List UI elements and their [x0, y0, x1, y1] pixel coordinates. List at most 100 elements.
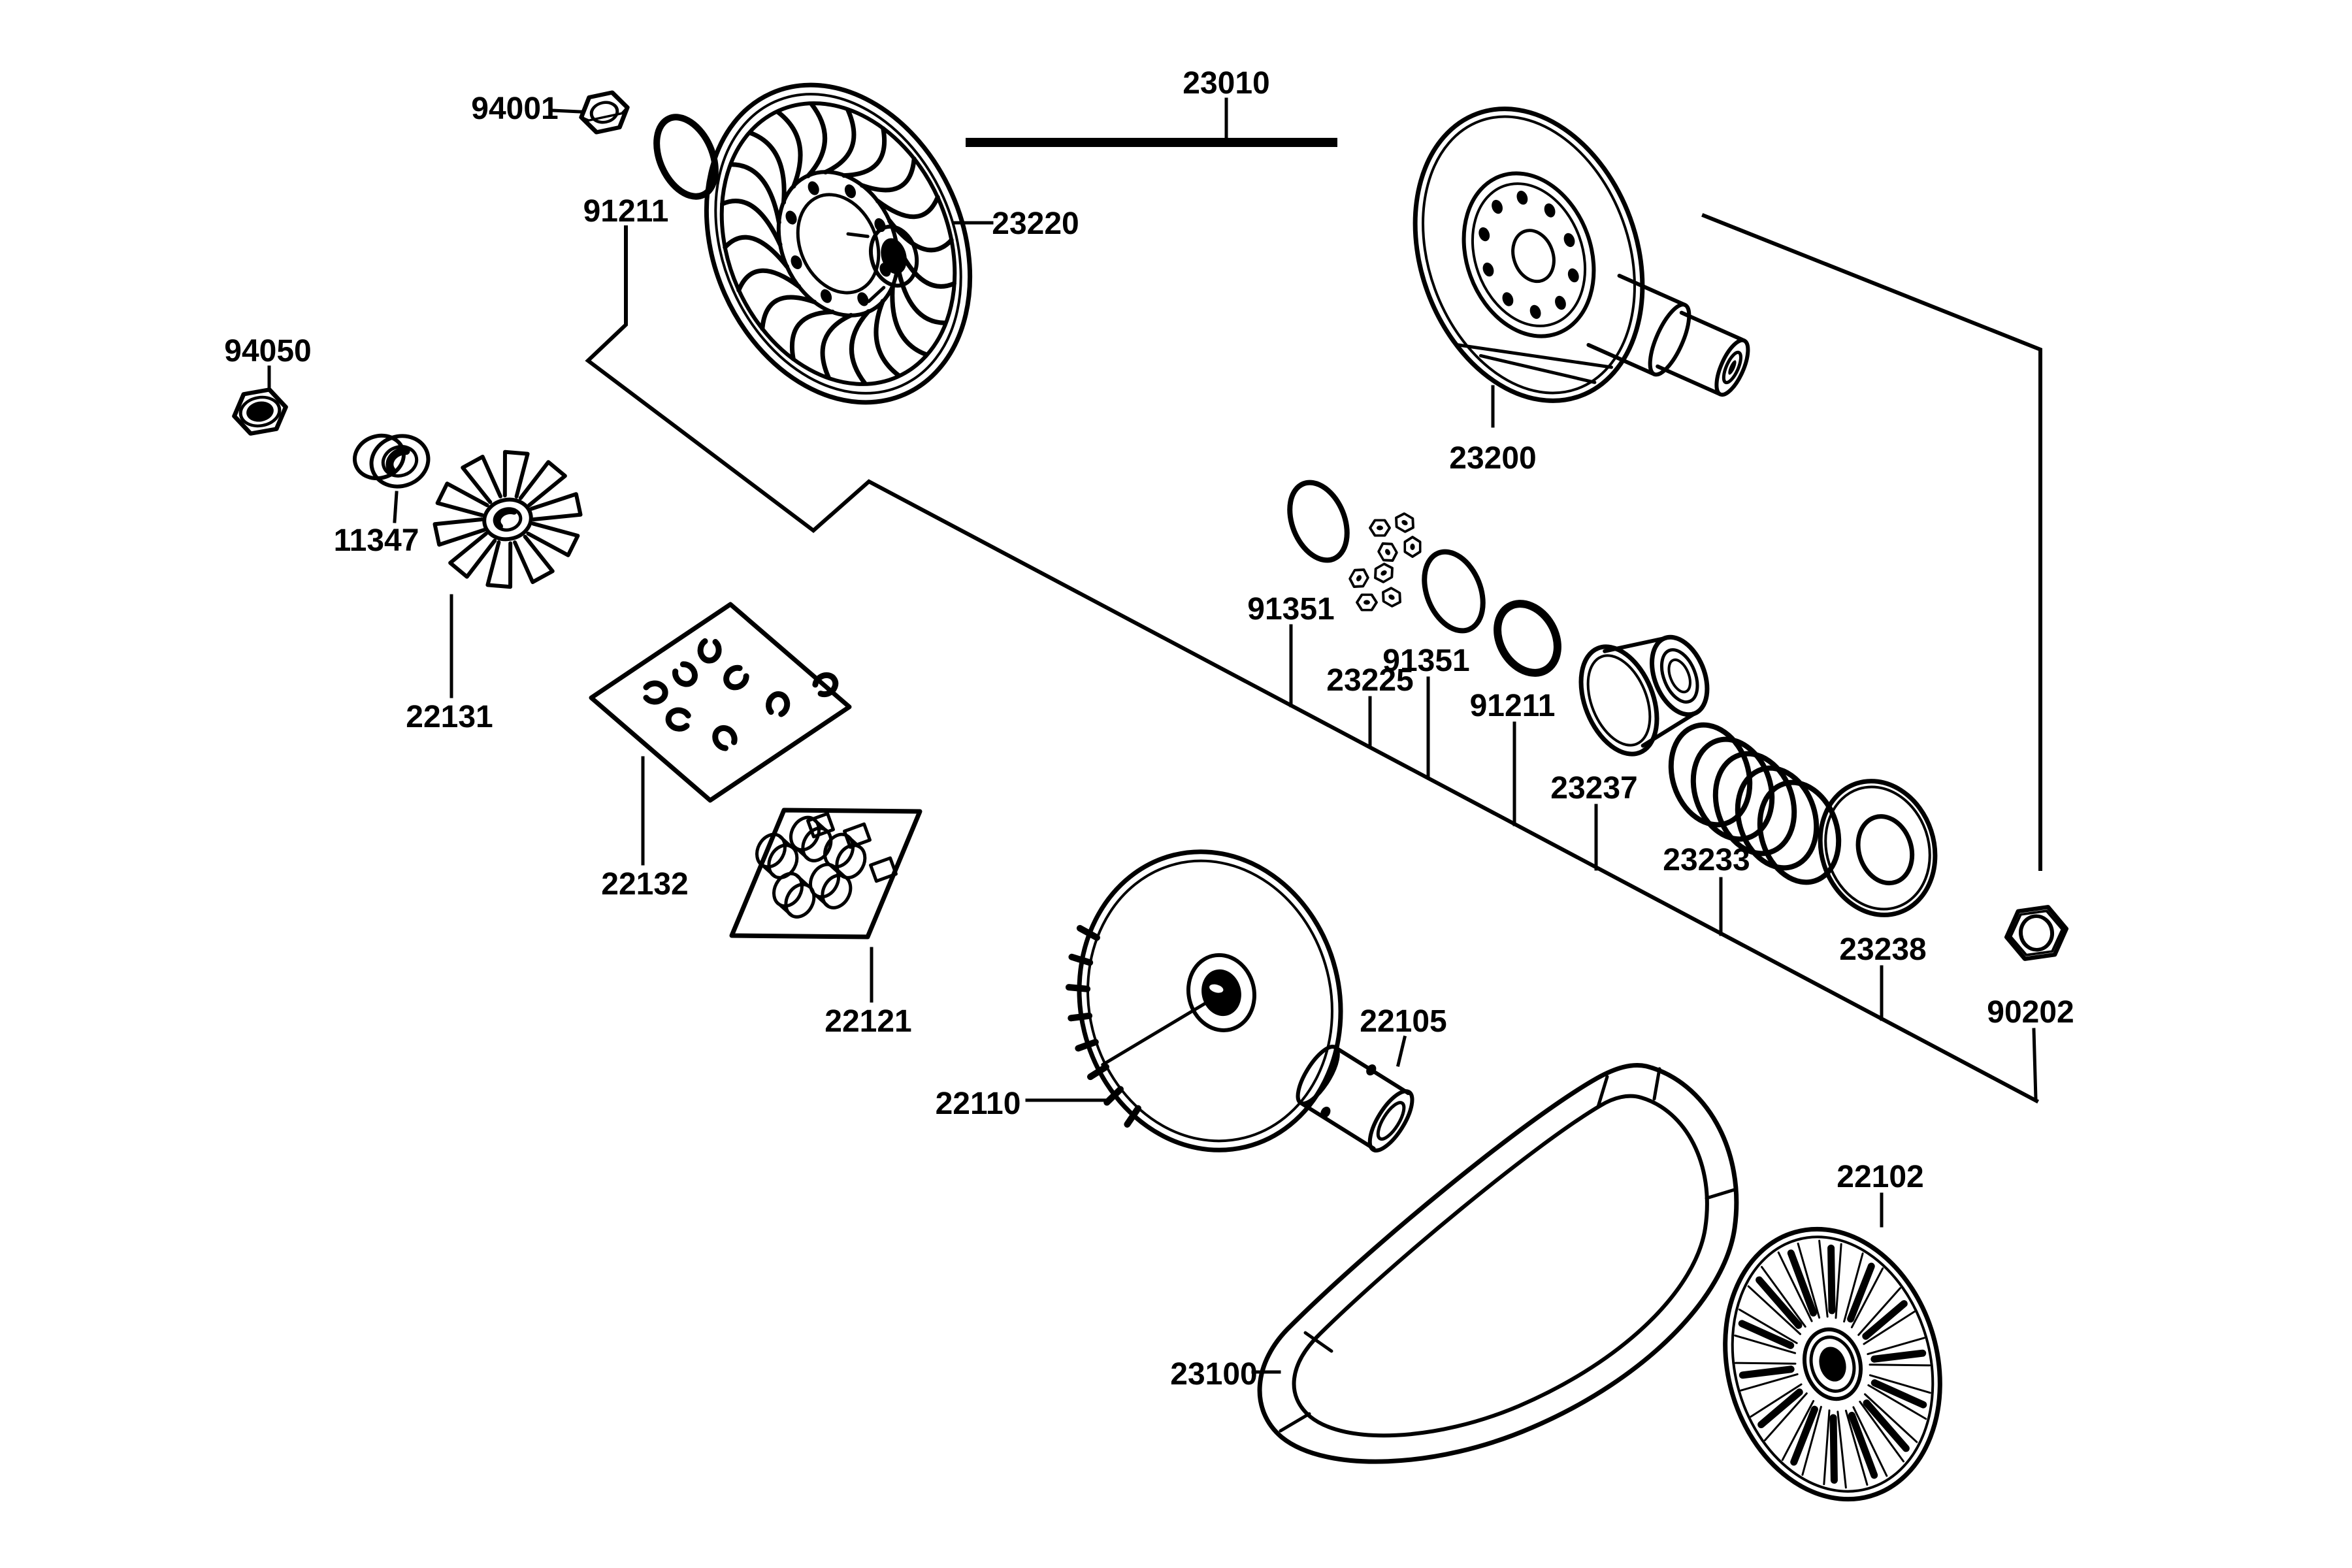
fan-blade: [1862, 1299, 1908, 1340]
fan-vane: [461, 455, 502, 504]
hex-nut-drawing-94001: [579, 90, 630, 135]
bolt-hole: [1478, 227, 1490, 242]
spoke: [1867, 1384, 1927, 1420]
bolt-hole: [1482, 262, 1494, 277]
leader-line-o-ring-91211-upper: [585, 225, 2040, 1104]
part-label-locknut-90202: 90202: [1987, 995, 2074, 1030]
fan-blade: [806, 101, 828, 178]
part-label-nut-94050: 94050: [224, 334, 311, 368]
bolt-hole: [808, 181, 819, 195]
part-label-converter-assembly-23010: 23010: [1183, 66, 1269, 101]
roller-side: [761, 834, 793, 879]
spoke: [1750, 1383, 1803, 1418]
fan-blades: [433, 449, 583, 589]
small-nut: [1377, 542, 1398, 562]
small-nut: [1369, 519, 1391, 537]
spring-drawing-23233: [1668, 722, 1842, 885]
small-nut-bore: [1401, 520, 1408, 525]
spoke: [1843, 1252, 1864, 1323]
fan-blade: [720, 199, 783, 247]
hub-bore: [846, 224, 919, 303]
small-nut: [1403, 536, 1422, 558]
roller-weight: [809, 862, 853, 909]
roller-weights: [755, 815, 867, 919]
bushing-drawing-23237: [1578, 634, 1710, 757]
collar-drawing-11347: [352, 433, 431, 489]
spoke: [1797, 1242, 1821, 1319]
nut-set-drawing-23225: [1348, 512, 1422, 612]
small-nut-bore: [1385, 549, 1390, 555]
ramp-shoe: [766, 691, 791, 717]
fan-blade: [874, 299, 901, 378]
part-label-driven-pulley-assembly-23200: 23200: [1449, 441, 1536, 476]
part-label-o-ring-91211-upper: 91211: [583, 194, 669, 229]
bolt-hole: [1555, 295, 1566, 310]
fan-face-pulley-drawing-23220: [704, 82, 973, 405]
fan-blade: [728, 162, 781, 225]
small-nut: [1395, 512, 1414, 533]
small-nut-bore: [1388, 595, 1395, 600]
spoke: [1837, 1411, 1847, 1489]
fan-blade: [890, 282, 929, 357]
roller-end: [784, 883, 816, 919]
small-nut: [1348, 568, 1369, 588]
fan-blade: [789, 309, 835, 361]
fan-blade: [1738, 1320, 1795, 1349]
fan-vane: [529, 492, 583, 522]
leader-line-driven-pulley-assembly-23200: [1701, 213, 2042, 871]
fan-blade: [1829, 1414, 1838, 1484]
ramp-shoes: [643, 638, 839, 751]
roller-weight: [823, 832, 867, 879]
locknut-drawing-90202: [2004, 905, 2069, 961]
spoke: [1869, 1374, 1931, 1394]
spoke: [1864, 1393, 1918, 1443]
fan-vane: [502, 449, 530, 498]
ramp-shoe: [812, 672, 839, 698]
fan-wheel-drawing-22131: [433, 449, 583, 589]
o-ring-drawing-91211-lower: [1494, 600, 1561, 677]
fan-blade: [1847, 1262, 1875, 1323]
small-nut-body: [1377, 542, 1398, 562]
fan-blade: [1756, 1276, 1803, 1330]
roller-side: [815, 864, 847, 909]
spoke: [1869, 1364, 1931, 1367]
bolt-hole: [1502, 292, 1514, 306]
fan-blade: [1870, 1349, 1927, 1363]
roller-side: [778, 873, 810, 918]
shoe-set-plate-drawing-22132: [589, 602, 852, 803]
small-nut-body: [1395, 512, 1414, 533]
fan-blade: [875, 195, 940, 220]
radial-spokes: [1734, 1239, 1931, 1489]
part-label-fan-wheel-22131: 22131: [406, 700, 493, 734]
serration: [1068, 1012, 1093, 1022]
fan-blade: [841, 126, 887, 178]
spoke: [1740, 1373, 1799, 1392]
fan-blade: [849, 309, 871, 386]
fan-blade: [736, 268, 802, 293]
small-nut-body: [1374, 563, 1394, 583]
fan-blade: [823, 107, 857, 175]
part-label-bushing-23237: 23237: [1550, 771, 1637, 806]
fan-blade: [895, 263, 948, 325]
spoke: [1859, 1400, 1905, 1463]
fan-blade: [723, 235, 789, 269]
hub-bolt-holes: [1478, 190, 1579, 319]
part-label-o-ring-91211-lower: 91211: [1470, 689, 1556, 723]
hex-nut-drawing-94050: [232, 387, 288, 436]
small-nut-body: [1382, 587, 1401, 608]
small-nut-bore: [1410, 544, 1415, 550]
ramp-shoe: [643, 680, 668, 705]
roller-side: [829, 834, 861, 879]
ramp-shoe: [723, 664, 749, 691]
part-label-nut-94001: 94001: [471, 91, 558, 126]
driven-pulley-drawing-23200: [1413, 106, 1750, 403]
small-nut-body: [1356, 593, 1378, 612]
spoke: [1867, 1337, 1925, 1356]
small-nut-body: [1369, 519, 1391, 537]
fan-vane: [518, 460, 567, 508]
bolt-hole: [1567, 268, 1579, 283]
bolt-hole: [1544, 203, 1556, 218]
spoke: [1857, 1287, 1901, 1336]
leader-line-collar-11347: [393, 491, 399, 523]
fan-vane: [513, 534, 555, 584]
